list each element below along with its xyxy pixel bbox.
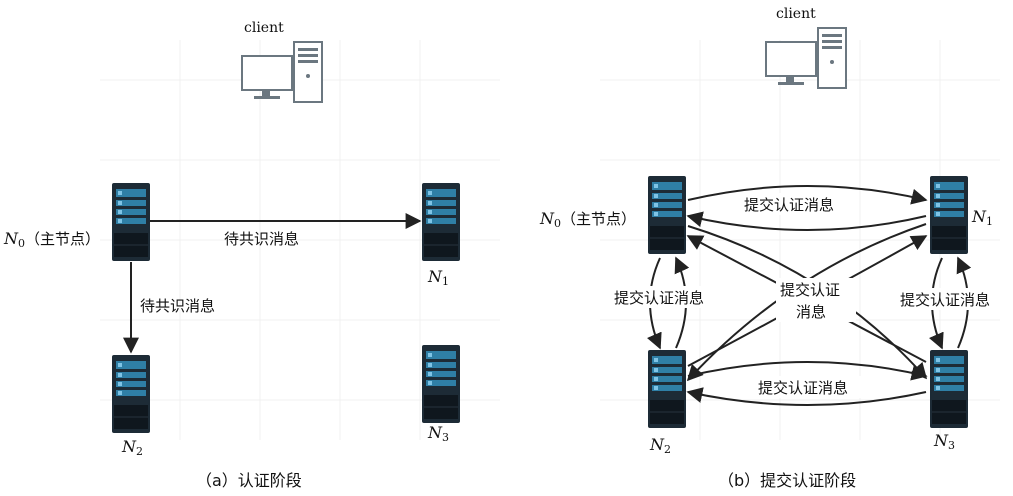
edge-label-vertical: 待共识消息 bbox=[140, 297, 215, 315]
node-label-n0: N0（主节点） bbox=[3, 229, 100, 250]
edge-label-horizontal: 待共识消息 bbox=[224, 230, 299, 248]
node-label-n1: N1 bbox=[427, 267, 449, 288]
edge-label-right: 提交认证消息 bbox=[900, 291, 990, 309]
edge-n1-n0 bbox=[686, 211, 927, 231]
caption-b: （b）提交认证阶段 bbox=[718, 471, 856, 490]
server-icon bbox=[647, 175, 687, 255]
edge-label-top: 提交认证消息 bbox=[744, 196, 834, 214]
edge-n0-n1 bbox=[687, 185, 928, 205]
node-label-n3: N3 bbox=[427, 423, 449, 444]
client-computer-icon bbox=[241, 41, 323, 103]
server-icon bbox=[929, 349, 969, 429]
node-label-n1: N1 bbox=[971, 207, 993, 228]
server-icon bbox=[421, 182, 461, 262]
server-icon bbox=[647, 349, 687, 429]
panel-a: client 待共识消息 待共识消息 N0（主节点） N1 N2 N3 （a）认… bbox=[3, 20, 461, 490]
edge-n3-n2 bbox=[686, 387, 927, 406]
server-icon bbox=[421, 344, 461, 424]
node-label-n0: N0（主节点） bbox=[539, 209, 636, 230]
server-icon bbox=[111, 354, 151, 434]
node-label-n3: N3 bbox=[933, 431, 955, 452]
node-label-n2: N2 bbox=[649, 435, 671, 456]
client-label: client bbox=[776, 6, 816, 22]
edge-label-center-line1: 提交认证 bbox=[780, 281, 840, 299]
client-computer-icon bbox=[765, 27, 847, 89]
edge-n2-n3 bbox=[687, 361, 928, 381]
caption-a: （a）认证阶段 bbox=[196, 471, 302, 490]
edge-label-bottom: 提交认证消息 bbox=[758, 379, 848, 397]
panel-b: client 提交认证消息 提交认证消息 提交认证消息 提交 bbox=[539, 6, 1012, 490]
edge-label-center-line2: 消息 bbox=[796, 303, 826, 321]
server-icon bbox=[111, 182, 151, 262]
server-icon bbox=[929, 175, 969, 255]
node-label-n2: N2 bbox=[121, 437, 143, 458]
client-label: client bbox=[244, 20, 284, 36]
edge-label-left: 提交认证消息 bbox=[614, 289, 704, 307]
